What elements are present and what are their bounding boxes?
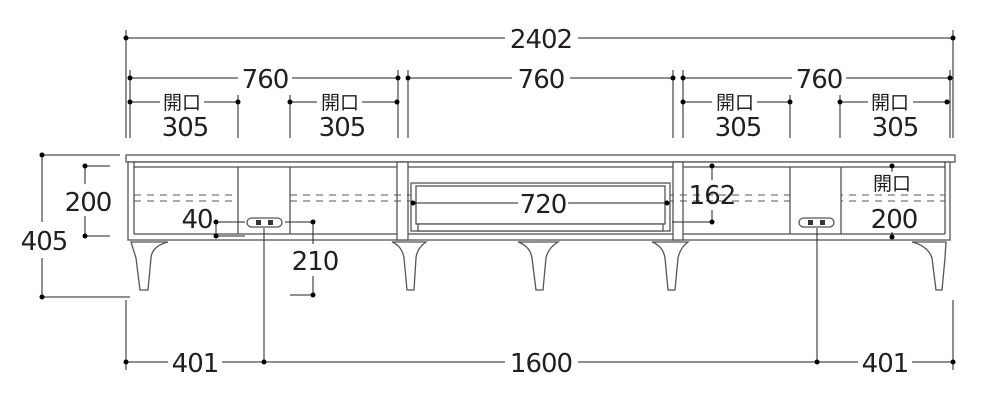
opening-width-label: 305 — [162, 113, 209, 143]
right-opening-height-dimension: 開口 200 — [871, 163, 918, 240]
opening-width-label: 305 — [872, 113, 919, 143]
section-width-dimensions: 760 760 760 — [127, 65, 953, 138]
opening-label: 開口 — [321, 92, 359, 114]
right-opening-label: 開口 — [873, 173, 911, 195]
cabinet-body — [125, 154, 956, 241]
opening-width-label: 305 — [319, 113, 366, 143]
opening-width-dimensions: 開口 開口 開口 開口 305 305 305 305 — [127, 92, 950, 143]
overall-height-dimension: 405 — [21, 152, 130, 300]
left-outlet-icon — [246, 217, 283, 228]
left-opening-height-dimension: 200 — [65, 163, 112, 239]
overall-width-label: 2402 — [510, 25, 572, 55]
right-outlet-icon — [798, 217, 835, 228]
outlet-offset-dimension: 40 — [181, 205, 245, 239]
opening-label: 開口 — [716, 92, 754, 114]
opening-width-label: 305 — [715, 113, 762, 143]
drawer-width-dimension: 720 — [410, 190, 670, 220]
outlet-offset-label: 40 — [181, 205, 212, 235]
opening-label: 開口 — [871, 92, 909, 114]
drawer-width-label: 720 — [520, 190, 567, 220]
outlet-height-label: 210 — [292, 247, 339, 277]
section-width-right-label: 760 — [796, 65, 843, 95]
section-width-center-label: 760 — [518, 65, 565, 95]
outlet-spacing-label: 1600 — [510, 349, 572, 379]
outlet-position-dimensions: 401 1600 401 — [123, 228, 956, 379]
overall-width-dimension: 2402 — [123, 25, 956, 138]
legs — [130, 241, 947, 291]
outlet-left-distance-label: 401 — [172, 349, 219, 379]
drawer — [410, 182, 671, 232]
drawer-height-label: 162 — [689, 181, 736, 211]
right-opening-height-label: 200 — [871, 205, 918, 235]
overall-height-label: 405 — [21, 227, 68, 257]
outlet-right-distance-label: 401 — [862, 349, 909, 379]
opening-label: 開口 — [163, 92, 201, 114]
left-opening-height-label: 200 — [65, 188, 112, 218]
outlet-height-dimension: 210 — [285, 219, 339, 298]
drawer-height-dimension: 162 — [672, 163, 736, 225]
section-width-left-label: 760 — [242, 65, 289, 95]
